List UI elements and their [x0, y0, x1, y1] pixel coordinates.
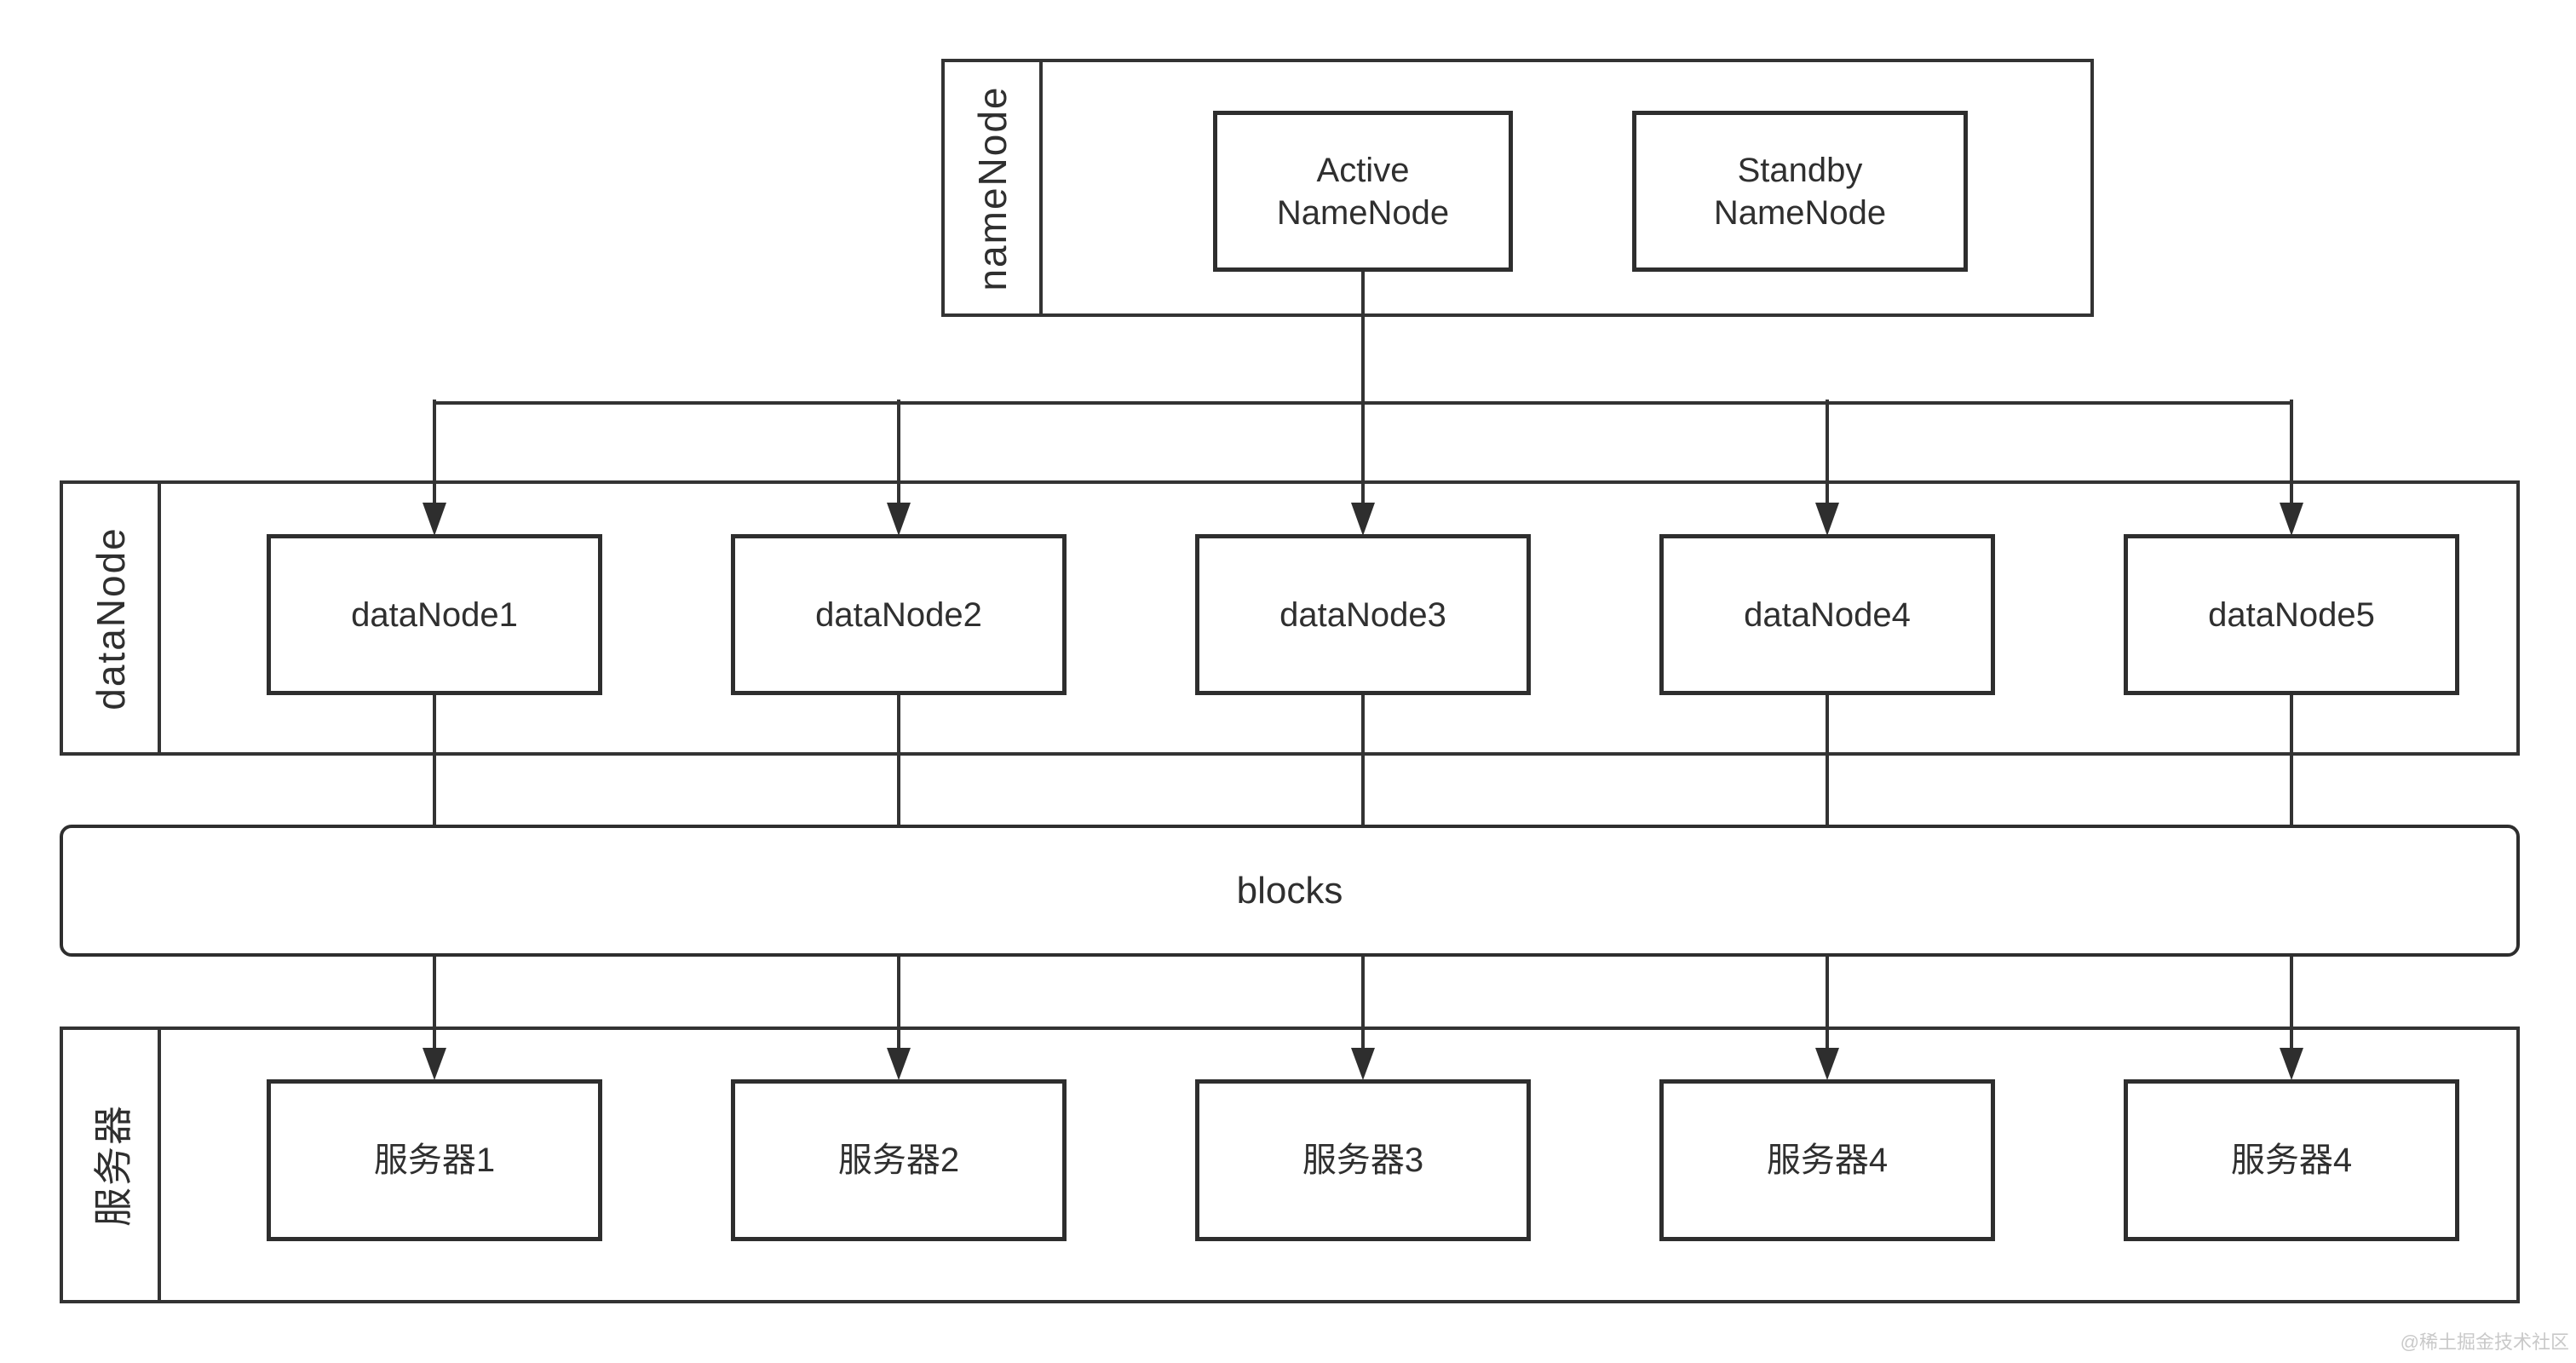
arrowhead-datanode5	[2280, 503, 2303, 536]
node-server5: 服务器4	[2124, 1079, 2459, 1241]
datanode-label-strip: dataNode	[63, 484, 161, 752]
arrowhead-server2	[887, 1048, 911, 1080]
namenode-label-strip: nameNode	[945, 62, 1043, 313]
node-label: 服务器4	[2230, 1142, 2353, 1179]
server-container: 服务器	[60, 1027, 2520, 1303]
node-server4: 服务器4	[1659, 1079, 1995, 1241]
node-datanode2: dataNode2	[731, 534, 1067, 695]
node-label: dataNode3	[1279, 595, 1446, 634]
arrowhead-datanode4	[1815, 503, 1839, 536]
datanode-group-label: dataNode	[88, 526, 133, 710]
node-label: 服务器1	[373, 1142, 496, 1179]
node-label: Standby NameNode	[1713, 151, 1887, 232]
node-standby-namenode: Standby NameNode	[1632, 111, 1968, 272]
server-label-strip: 服务器	[63, 1030, 161, 1300]
datanode-container: dataNode	[60, 480, 2520, 756]
arrowhead-datanode2	[887, 503, 911, 536]
arrowhead-datanode1	[423, 503, 446, 536]
node-label: dataNode2	[815, 595, 982, 634]
node-active-namenode: Active NameNode	[1213, 111, 1513, 272]
server-group-label: 服务器	[90, 1103, 135, 1227]
arrowhead-server3	[1351, 1048, 1375, 1080]
node-datanode5: dataNode5	[2124, 534, 2459, 695]
blocks-bar-label: blocks	[1236, 869, 1343, 912]
node-server2: 服务器2	[731, 1079, 1067, 1241]
node-datanode1: dataNode1	[267, 534, 602, 695]
node-label: dataNode4	[1744, 595, 1911, 634]
arrowhead-datanode3	[1351, 503, 1375, 536]
namenode-container: nameNode	[941, 59, 2094, 317]
node-label: dataNode1	[351, 595, 518, 634]
watermark: @稀土掘金技术社区	[2400, 1331, 2569, 1353]
node-server1: 服务器1	[267, 1079, 602, 1241]
node-label: 服务器4	[1766, 1142, 1889, 1179]
arrowhead-server5	[2280, 1048, 2303, 1080]
node-label: 服务器2	[837, 1142, 960, 1179]
arrowhead-server4	[1815, 1048, 1839, 1080]
node-server3: 服务器3	[1195, 1079, 1531, 1241]
node-label: Active NameNode	[1276, 151, 1450, 232]
node-datanode3: dataNode3	[1195, 534, 1531, 695]
node-datanode4: dataNode4	[1659, 534, 1995, 695]
node-label: dataNode5	[2208, 595, 2375, 634]
namenode-group-label: nameNode	[969, 84, 1015, 291]
blocks-bar: blocks	[60, 825, 2520, 957]
arrowhead-server1	[423, 1048, 446, 1080]
node-label: 服务器3	[1302, 1142, 1424, 1179]
